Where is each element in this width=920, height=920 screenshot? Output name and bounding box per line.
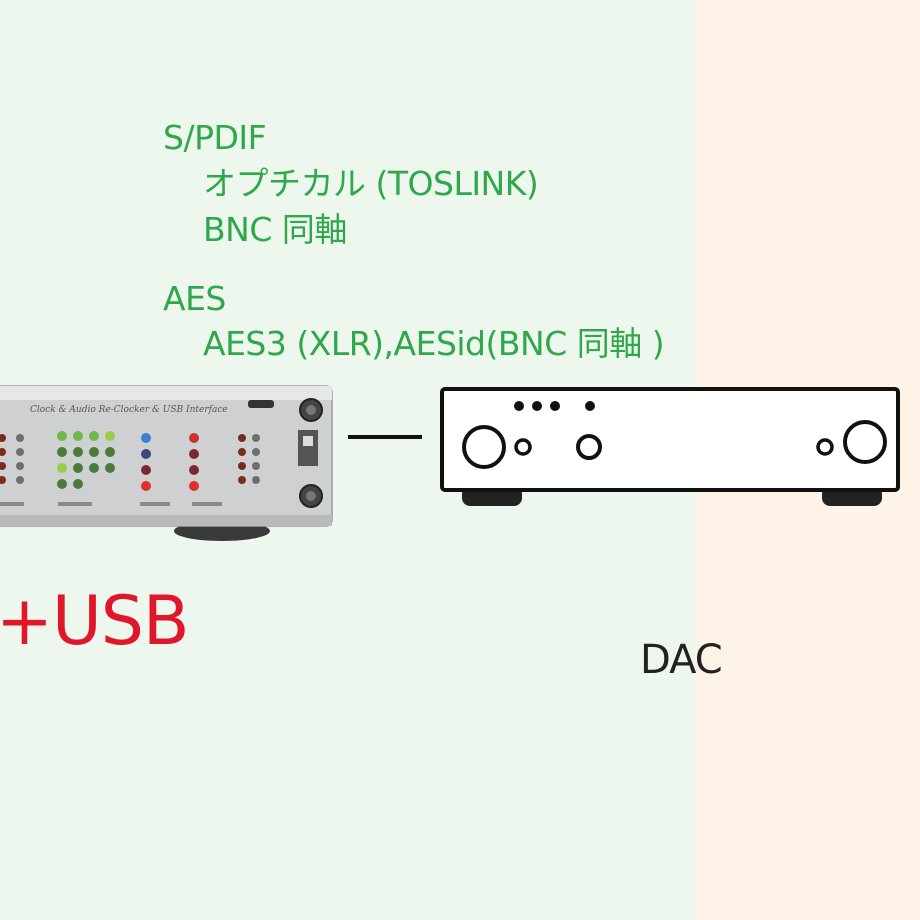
dac-chassis bbox=[440, 387, 900, 492]
usb-port-icon bbox=[303, 436, 313, 446]
reclocker-bottom-edge bbox=[0, 515, 332, 526]
dac-indicator-1 bbox=[514, 401, 524, 411]
usb-port-block bbox=[298, 430, 318, 466]
led-group-4 bbox=[238, 434, 260, 484]
dac-knob-right bbox=[843, 420, 887, 464]
dac-indicator-2 bbox=[532, 401, 542, 411]
aes-detail-label: AES3 (XLR),AESid(BNC 同軸 ) bbox=[203, 324, 665, 363]
spdif-optical-label: オプチカル (TOSLINK) bbox=[203, 164, 539, 203]
dac-device bbox=[440, 387, 900, 506]
dac-button-right bbox=[816, 438, 834, 456]
led-group-2 bbox=[57, 431, 115, 489]
dac-label: DAC bbox=[640, 637, 723, 683]
spdif-coax-label: BNC 同軸 bbox=[203, 210, 347, 249]
usb-label: +USB bbox=[0, 582, 190, 661]
reclocker-top-edge bbox=[0, 386, 332, 400]
reclocker-panel-markings bbox=[0, 502, 222, 506]
dac-button-left bbox=[514, 438, 532, 456]
led-group-3 bbox=[141, 433, 199, 491]
dac-knob-left bbox=[462, 425, 506, 469]
dac-indicator-4 bbox=[585, 401, 595, 411]
aes-heading: AES bbox=[163, 279, 226, 318]
dac-indicator-3 bbox=[550, 401, 560, 411]
reclocker-device: Clock & Audio Re-Clocker & USB Interface bbox=[0, 385, 333, 541]
spdif-heading: S/PDIF bbox=[163, 118, 267, 157]
led-group-1 bbox=[0, 434, 24, 484]
reclocker-front-text: Clock & Audio Re-Clocker & USB Interface bbox=[30, 405, 228, 415]
dac-jack bbox=[576, 434, 602, 460]
reclocker-logo-mark bbox=[248, 400, 274, 408]
